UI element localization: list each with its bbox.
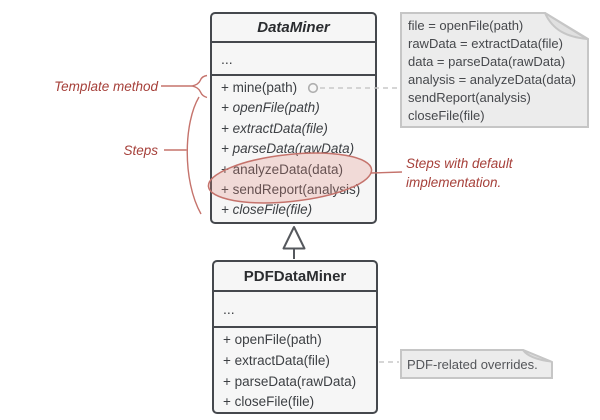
class-box-pdfdataminer: PDFDataMiner ... + openFile(path) + extr…: [212, 260, 378, 414]
code-note-text: file = openFile(path) rawData = extractD…: [408, 17, 576, 126]
template-method-brace-top: [191, 74, 208, 87]
method-openfile: + openFile(path): [221, 100, 320, 116]
code-note-line: analysis = analyzeData(data): [408, 72, 577, 88]
class-box-dataminer: DataMiner ... + mine(path) + openFile(pa…: [210, 12, 377, 224]
class-title-dataminer: DataMiner: [212, 14, 375, 43]
code-note-line: sendReport(analysis): [408, 90, 531, 106]
steps-brace-arc: [186, 96, 202, 215]
template-method-brace-bottom: [191, 85, 208, 99]
pdfdataminer-method-list: + openFile(path) + extractData(file) + p…: [214, 328, 376, 413]
annotation-template-method: Template method: [54, 79, 158, 94]
override-openfile: + openFile(path): [223, 332, 322, 347]
override-closefile: + closeFile(file): [223, 394, 315, 410]
pdfdataminer-fields-ellipsis: ...: [214, 292, 376, 328]
code-note-line: file = openFile(path): [408, 18, 524, 33]
method-parsedata: + parseData(rawData): [221, 141, 355, 157]
method-analyzedata: + analyzeData(data): [221, 161, 343, 177]
override-parsedata: + parseData(rawData): [223, 373, 357, 389]
code-note-line: data = parseData(rawData): [408, 54, 566, 70]
override-extractdata: + extractData(file): [223, 352, 330, 368]
annotation-steps: Steps: [123, 143, 158, 158]
method-closefile: + closeFile(file): [221, 202, 313, 218]
override-note-text: PDF-related overrides.: [407, 357, 538, 372]
method-sendreport: + sendReport(analysis): [221, 182, 361, 198]
dataminer-fields-ellipsis: ...: [212, 43, 375, 76]
code-note-line: rawData = extractData(file): [408, 36, 563, 52]
class-title-pdfdataminer: PDFDataMiner: [214, 262, 376, 292]
code-note-line: closeFile(file): [408, 108, 485, 124]
method-mine: + mine(path): [221, 80, 298, 95]
method-extractdata: + extractData(file): [221, 120, 328, 136]
annotation-default-implementation: Steps with default implementation.: [406, 156, 513, 190]
inheritance-arrow-icon: [282, 226, 306, 250]
dataminer-method-list: + mine(path) + openFile(path) + extractD…: [212, 76, 375, 222]
